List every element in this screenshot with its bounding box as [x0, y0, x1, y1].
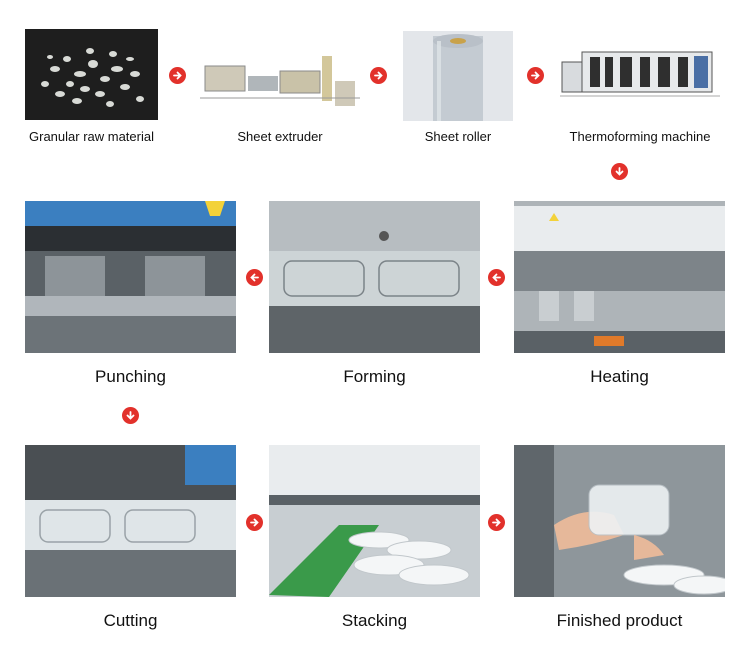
- flow-arrow-1-icon: [169, 67, 186, 84]
- step-label: Cutting: [103, 611, 158, 630]
- flow-arrow-7-icon: [488, 514, 505, 531]
- flow-arrow-2-icon: [370, 67, 387, 84]
- flow-arrow-5-icon: [488, 269, 505, 286]
- sheet-roll-image: [403, 31, 513, 121]
- granules-image: [25, 29, 158, 120]
- step-label: Punching: [95, 367, 166, 386]
- flow-arrow-down-2-icon: [122, 407, 139, 424]
- step-label: Stacking: [341, 611, 408, 630]
- forming-image: [269, 201, 480, 353]
- step-label: Sheet roller: [424, 129, 492, 144]
- stacking-image: [269, 445, 480, 597]
- flow-arrow-4-icon: [246, 269, 263, 286]
- thermoforming-machine-image: [560, 42, 720, 104]
- step-label: Thermoforming machine: [569, 129, 711, 144]
- step-label: Sheet extruder: [237, 129, 323, 144]
- step-label: Finished product: [556, 611, 683, 630]
- extruder-image: [200, 36, 360, 114]
- cutting-image: [25, 445, 236, 597]
- punching-image: [25, 201, 236, 353]
- step-label: Forming: [343, 367, 406, 386]
- step-label: Granular raw material: [29, 129, 154, 144]
- flow-arrow-6-icon: [246, 514, 263, 531]
- finished-product-image: [514, 445, 725, 597]
- step-label: Heating: [590, 367, 649, 386]
- flow-arrow-down-1-icon: [611, 163, 628, 180]
- flow-arrow-3-icon: [527, 67, 544, 84]
- heating-image: [514, 201, 725, 353]
